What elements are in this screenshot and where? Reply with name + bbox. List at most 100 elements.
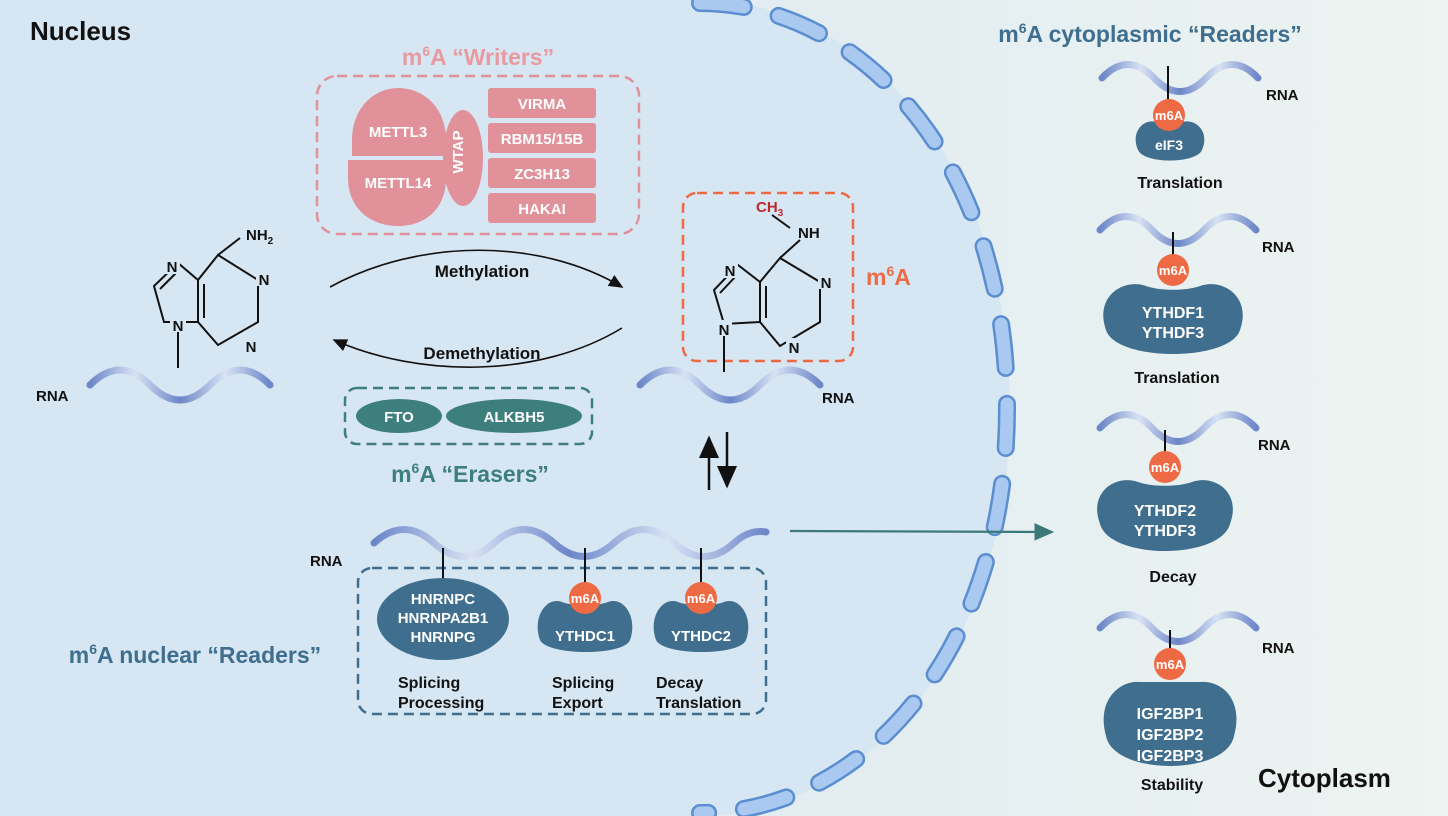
methylation-arrow [329,249,624,288]
rbm15-box [488,123,596,153]
hnrnp-label-2: HNRNPA2B1 [398,610,489,627]
hnrnp-shape [377,578,509,660]
m6a-n-bg-1 [722,262,738,278]
ythdf1-shape [1103,284,1243,354]
cytoplasm-label: Cytoplasm [1258,763,1391,793]
erasers-title: m6A “Erasers” [391,460,549,487]
cyto-2-m6a-badge [1157,254,1189,286]
rna-label-m6a: RNA [822,390,855,407]
igf2bp-shape [1103,681,1237,766]
ythdc2-m6a-badge [685,582,717,614]
zc3h13-label: ZC3H13 [514,166,570,183]
demethylation-label: Demethylation [423,344,540,363]
adenine-n-2: N [259,272,270,289]
ythdc1-function-2: Export [552,695,603,712]
cyto-2-m6a-text: m6A [1159,263,1188,278]
adenine-double-bond-2 [159,272,177,290]
hakai-box [488,193,596,223]
hakai-label: HAKAI [518,201,566,218]
rna-strand-nuclear [370,526,770,560]
cyto-2-function: Translation [1134,370,1219,387]
ythdc2-shape [653,600,749,652]
nuclear-readers-title: m6A nuclear “Readers” [69,641,321,668]
m6a-n-1: N [725,263,736,280]
adenine-n-bg-2 [256,270,272,286]
fto-shape [356,399,442,433]
rna-strand-m6a [636,366,824,404]
m6a-imidazole-ring [712,263,761,326]
adenine-n-4: N [173,318,184,335]
hnrnp-label-1: HNRNPC [411,591,475,608]
fto-label: FTO [384,409,414,426]
cyto-4-m6a-text: m6A [1156,657,1185,672]
m6a-n-4: N [719,322,730,339]
demethylation-arrow [332,327,623,368]
cyto-1-function: Translation [1137,175,1222,192]
cyto-1-m6a-badge [1153,99,1185,131]
virma-label: VIRMA [518,96,567,113]
m6a-ch3: CH3 [756,199,784,219]
hnrnp-function-2: Processing [398,695,484,712]
cyto-2-protein-2: YTHDF3 [1142,325,1204,342]
ythdc2-function-1: Decay [656,675,703,692]
hnrnp-function-1: Splicing [398,675,460,692]
m6a-n-3: N [789,340,800,357]
ythdf2-shape [1097,480,1233,551]
eif3-shape [1135,121,1205,161]
erasers-box [343,386,594,446]
wtap-label: WTAP [450,130,467,173]
m6a-amine-bond [779,239,801,259]
alkbh5-shape [446,399,582,433]
m6a-n-bg-4 [716,320,732,336]
ythdc1-m6a-text: m6A [571,591,600,606]
cyto-3-function: Decay [1149,569,1196,586]
alkbh5-label: ALKBH5 [484,409,545,426]
ythdc2-label: YTHDC2 [671,628,731,645]
adenine-n-1: N [167,259,178,276]
rbm15-label: RBM15/15B [501,131,584,148]
cyto-1-m6a-text: m6A [1155,108,1184,123]
wtap-shape [443,110,483,206]
adenine-n-3: N [246,339,257,356]
methylation-label: Methylation [435,262,529,281]
m6a-n-bg-2 [818,273,834,289]
rna-label-cyto-4: RNA [1262,640,1295,657]
nucleus-label: Nucleus [30,16,131,46]
mettl14-shape [348,160,446,226]
adenine-n-bg-1 [164,258,180,274]
rna-label-adenine: RNA [36,388,69,405]
cyto-3-protein-2: YTHDF3 [1134,523,1196,540]
ythdc1-function-1: Splicing [552,675,614,692]
ythdc1-label: YTHDC1 [555,628,615,645]
rna-strand-cyto-4 [1096,611,1260,645]
cyto-4-protein-2: IGF2BP2 [1137,727,1204,744]
rna-strand-adenine [86,366,274,404]
adenine-n-bg-4 [170,316,186,332]
ythdc1-m6a-badge [569,582,601,614]
cyto-3-m6a-text: m6A [1151,460,1180,475]
rna-label-cyto-3: RNA [1258,437,1291,454]
adenine-n-bg-3 [243,337,259,353]
cyto-4-protein-3: IGF2BP3 [1137,748,1204,765]
nuclear-envelope [693,0,1014,816]
export-arrow [789,523,1055,541]
zc3h13-box [488,158,596,188]
adenine-amine-bond [217,237,241,256]
m6a-label: m6A [866,263,911,290]
writers-title: m6A “Writers” [402,43,554,70]
m6a-double-bond-2 [719,275,737,294]
rna-strand-cyto-1 [1098,61,1262,95]
cyto-4-function: Stability [1141,777,1203,794]
adenine-nh2: NH2 [246,227,274,247]
cyto-2-protein-1: YTHDF1 [1142,305,1204,322]
m6a-n-bg-3 [786,338,802,354]
rna-label-cyto-1: RNA [1266,87,1299,104]
cyto-3-m6a-badge [1149,451,1181,483]
eif3-label: eIF3 [1155,137,1183,153]
virma-box [488,88,596,118]
cyto-readers-title: m6A cytoplasmic “Readers” [998,20,1302,47]
mettl3-shape [352,88,446,156]
m6a-nh: NH [798,225,820,242]
